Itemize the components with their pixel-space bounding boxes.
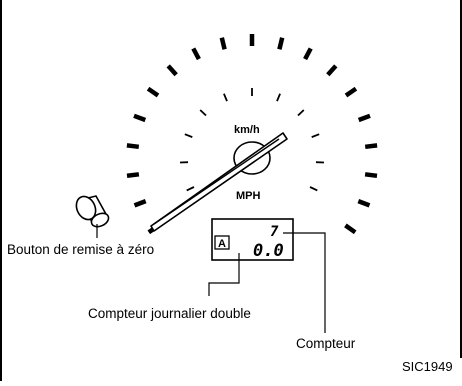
minor-tick	[310, 187, 317, 190]
minor-tick	[185, 134, 193, 137]
dual-trip-label: Compteur journalier double	[88, 306, 251, 321]
major-tick	[346, 89, 356, 96]
figure-code: SIC1949	[402, 359, 453, 374]
major-tick	[358, 201, 369, 205]
reset-button-label: Bouton de remise à zéro	[7, 242, 154, 257]
reset-button	[73, 193, 111, 229]
unit-mph-label: MPH	[236, 190, 261, 202]
major-tick	[365, 174, 377, 176]
minor-tick	[277, 94, 280, 101]
odometer-value: 7	[270, 224, 279, 240]
major-tick	[193, 49, 199, 60]
major-tick	[134, 116, 145, 120]
major-tick	[305, 49, 311, 60]
major-tick	[127, 174, 139, 176]
major-tick	[148, 89, 158, 96]
major-tick	[135, 201, 146, 205]
unit-kmh-label: km/h	[234, 124, 260, 136]
minor-tick	[200, 110, 206, 116]
minor-tick	[187, 187, 194, 190]
speedometer-needle	[151, 133, 287, 231]
major-tick	[328, 66, 336, 75]
odometer-label: Compteur	[296, 336, 356, 351]
odometer-display: A 7 0.0	[212, 219, 293, 261]
major-tick	[168, 66, 176, 75]
display-badge: A	[218, 238, 226, 250]
minor-tick-marks	[180, 88, 324, 190]
major-tick	[222, 38, 225, 50]
major-tick	[365, 145, 377, 146]
major-tick	[279, 38, 282, 50]
minor-tick	[298, 110, 304, 116]
minor-tick	[224, 94, 227, 101]
major-tick	[359, 116, 370, 120]
minor-tick	[312, 134, 320, 137]
trip-value: 0.0	[253, 241, 284, 261]
major-tick	[345, 225, 355, 232]
major-tick	[127, 145, 139, 146]
